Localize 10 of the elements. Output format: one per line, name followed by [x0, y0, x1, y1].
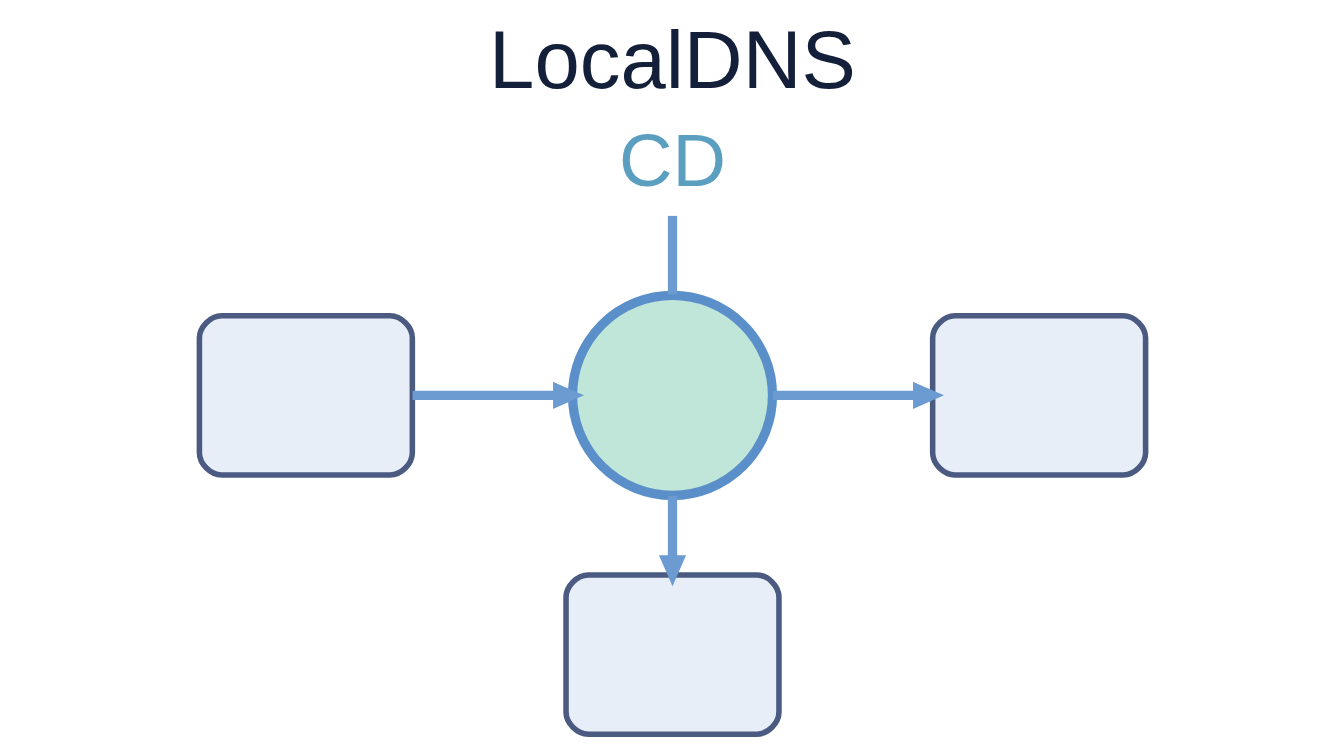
node-circle [567, 290, 777, 500]
arrow [658, 496, 686, 587]
arrow [772, 381, 944, 409]
node-box [562, 572, 782, 737]
arrow [412, 381, 584, 409]
diagram-title: LocalDNS [488, 14, 856, 106]
node-text: CD [618, 119, 726, 203]
node-box [929, 312, 1148, 478]
connector [667, 215, 677, 295]
node-box [196, 312, 415, 478]
